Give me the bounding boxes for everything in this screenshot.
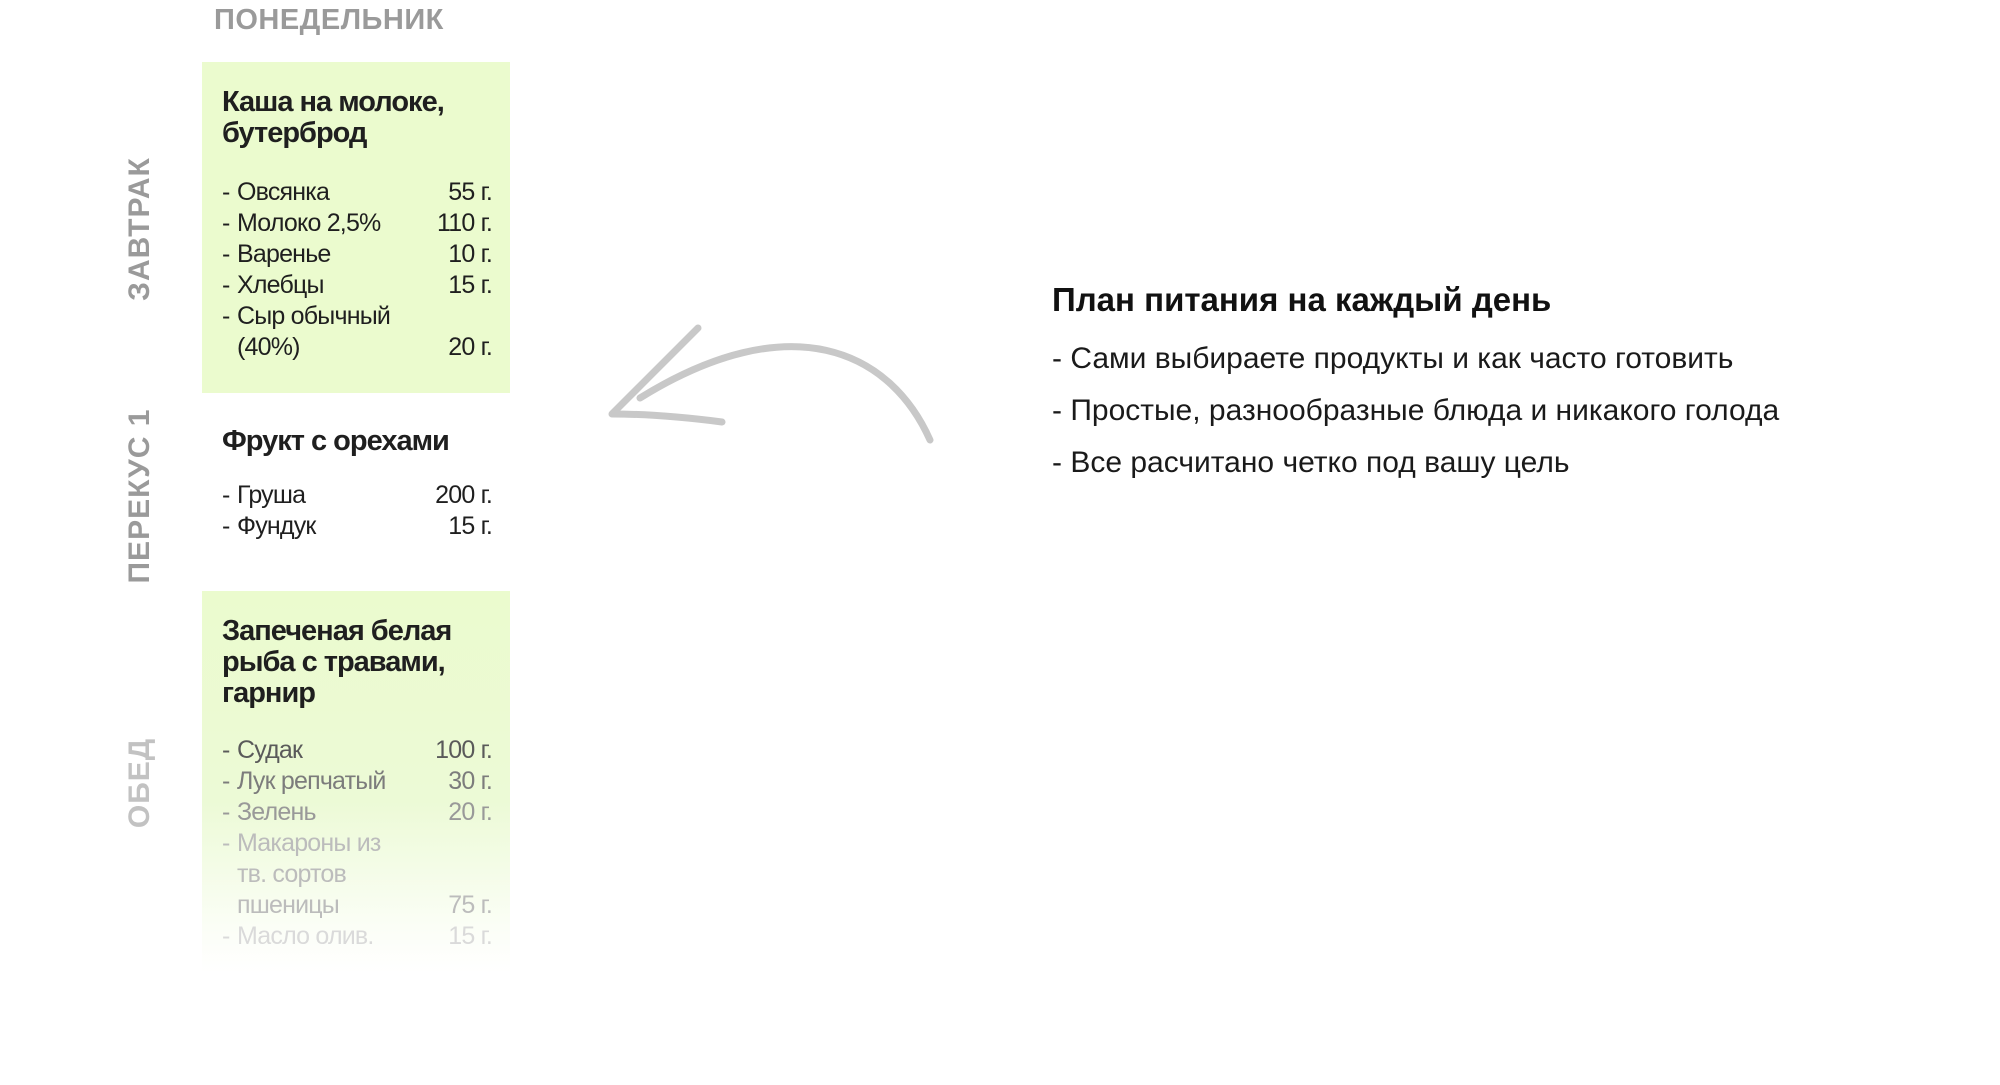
ingredient-amount: 110 г. <box>436 209 493 237</box>
ingredient-name: Фундук <box>237 512 316 540</box>
ingredient-name: Сыр обычный (40%) <box>237 302 391 361</box>
meal-label-lunch-text: ОБЕД <box>123 737 156 829</box>
ingredient-row: -Фундук 15 г. <box>222 512 493 540</box>
ingredient-amount: 15 г. <box>448 922 493 950</box>
ingredient-amount: 55 г. <box>448 178 493 206</box>
ingredient-row: -Масло олив. 15 г. <box>222 922 493 950</box>
ingredient-name: Варенье <box>237 240 331 268</box>
ingredient-row: -Лук репчатый 30 г. <box>222 767 493 795</box>
ingredient-name: Лук репчатый <box>237 767 386 795</box>
ingredient-list: -Судак 100 г. -Лук репчатый 30 г. -Зелен… <box>222 735 493 952</box>
ingredient-name: Груша <box>237 481 306 509</box>
ingredient-amount: 20 г. <box>448 333 493 361</box>
promo-item: - Сами выбираете продукты и как часто го… <box>1052 342 1734 375</box>
ingredient-name: Зелень <box>237 798 317 826</box>
ingredient-amount: 75 г. <box>448 891 493 919</box>
ingredient-name: Судак <box>237 736 303 764</box>
ingredient-row: -Молоко 2,5% 110 г. <box>222 209 493 237</box>
meal-label-breakfast-text: ЗАВТРАК <box>123 157 156 301</box>
ingredient-amount: 15 г. <box>448 512 493 540</box>
day-title: ПОНЕДЕЛЬНИК <box>214 4 444 36</box>
promo-block: План питания на каждый день - Сами выбир… <box>1052 280 1952 489</box>
dish-name: Запеченая белая рыба с травами, гарнир <box>222 615 452 709</box>
promo-title: План питания на каждый день <box>1052 281 1552 318</box>
meal-card-breakfast: Каша на молоке, бутерброд -Овсянка 55 г.… <box>202 62 510 393</box>
ingredient-amount: 30 г. <box>448 767 493 795</box>
ingredient-row: -Хлебцы 15 г. <box>222 271 493 299</box>
ingredient-list: -Груша 200 г. -Фундук 15 г. <box>222 480 493 542</box>
ingredient-amount: 10 г. <box>448 240 493 268</box>
ingredient-name: Овсянка <box>237 178 330 206</box>
ingredient-row: -Груша 200 г. <box>222 481 493 509</box>
ingredient-name: Молоко 2,5% <box>237 209 381 237</box>
ingredient-list: -Овсянка 55 г. -Молоко 2,5% 110 г. -Варе… <box>222 177 493 363</box>
ingredient-row: -Варенье 10 г. <box>222 240 493 268</box>
ingredient-amount: 100 г. <box>435 736 493 764</box>
meal-card-lunch: Запеченая белая рыба с травами, гарнир -… <box>202 591 510 973</box>
ingredient-amount: 15 г. <box>448 271 493 299</box>
ingredient-name: Макароны из тв. сортов пшеницы <box>237 829 381 919</box>
ingredient-row: -Сыр обычный (40%) 20 г. <box>222 302 493 361</box>
promo-item: - Все расчитано четко под вашу цель <box>1052 446 1570 479</box>
dish-name: Каша на молоке, бутерброд <box>222 86 445 149</box>
ingredient-row: -Судак 100 г. <box>222 736 493 764</box>
arrow-left-icon <box>608 324 934 444</box>
promo-item: - Простые, разнообразные блюда и никаког… <box>1052 394 1780 427</box>
meal-label-snack-text: ПЕРЕКУС 1 <box>123 408 156 584</box>
ingredient-row: -Макароны из тв. сортов пшеницы 75 г. <box>222 829 493 919</box>
dish-name: Фрукт с орехами <box>222 425 450 457</box>
ingredient-name: Масло олив. <box>237 922 374 950</box>
ingredient-row: -Овсянка 55 г. <box>222 178 493 206</box>
ingredient-amount: 20 г. <box>448 798 493 826</box>
ingredient-amount: 200 г. <box>435 481 493 509</box>
meal-card-snack: Фрукт с орехами -Груша 200 г. -Фундук 15… <box>202 393 510 591</box>
ingredient-name: Хлебцы <box>237 271 325 299</box>
ingredient-row: -Зелень 20 г. <box>222 798 493 826</box>
